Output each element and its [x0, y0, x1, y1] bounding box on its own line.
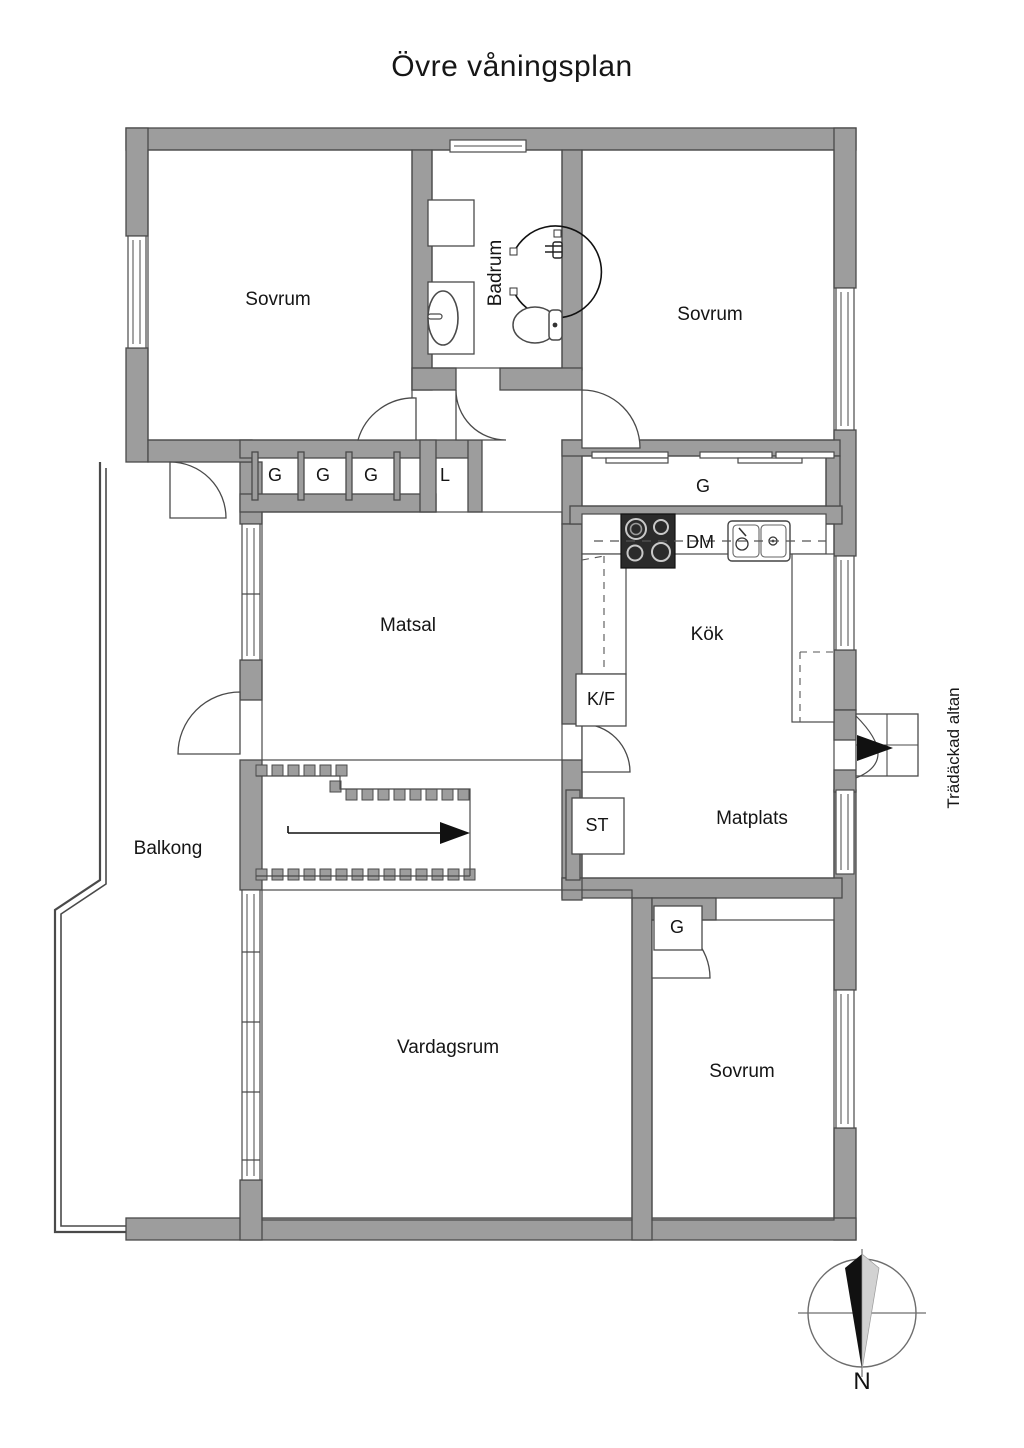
- staircase: [255, 764, 476, 881]
- st-storage-box: [571, 797, 625, 855]
- closet-label-st: ST: [585, 815, 608, 835]
- windows: [127, 139, 855, 1181]
- entry-door: [855, 713, 919, 779]
- window-matplats: [835, 789, 855, 875]
- terrace-label: Trädäckad altan: [944, 687, 963, 808]
- page-title: Övre våningsplan: [391, 50, 633, 83]
- closet-label-g3: G: [364, 465, 378, 485]
- closet-label-g2: G: [316, 465, 330, 485]
- compass-rose: N: [798, 1249, 926, 1395]
- window-se-bedroom: [835, 989, 855, 1129]
- fridge-freezer-box: [575, 673, 627, 727]
- wall-structure: [125, 127, 857, 1241]
- window-vardagsrum: [241, 889, 261, 1181]
- closet-label-l1: L: [440, 465, 450, 485]
- window-nw-bedroom: [127, 235, 147, 349]
- room-label-badrum: Badrum: [485, 240, 506, 307]
- storage-boxes: [571, 797, 703, 951]
- room-label-sovrum-ne: Sovrum: [677, 304, 742, 325]
- g-closet-box-se: [653, 905, 703, 951]
- shower-icon: [509, 225, 603, 320]
- room-label-sovrum-se: Sovrum: [709, 1061, 774, 1082]
- appliance-label-dm: DM: [686, 532, 714, 552]
- closet-label-g4: G: [696, 476, 710, 496]
- balcony-outline: [53, 462, 240, 1234]
- washing-machine-icon: [427, 199, 475, 247]
- compass-north-label: N: [853, 1368, 870, 1395]
- room-label-vardagsrum: Vardagsrum: [397, 1037, 499, 1058]
- closet-label-g1: G: [268, 465, 282, 485]
- closet-label-kf: K/F: [587, 689, 615, 709]
- closet-labels: G G G L G K/F ST G DM: [268, 465, 714, 937]
- room-labels: Sovrum Badrum Sovrum Matsal Kök Matplats…: [134, 240, 788, 1082]
- window-matsal-balcony: [241, 523, 261, 661]
- window-kitchen: [835, 555, 855, 651]
- room-label-matplats: Matplats: [716, 808, 788, 829]
- window-ne-bedroom: [835, 287, 855, 431]
- wardrobe-shelf-marks: [591, 451, 835, 464]
- toilet-icon: [512, 306, 563, 344]
- closet-label-g5: G: [670, 917, 684, 937]
- room-label-balkong: Balkong: [134, 838, 203, 859]
- kitchen-fixtures: [575, 513, 835, 727]
- room-label-kok: Kök: [691, 624, 724, 645]
- window-bathroom: [449, 139, 527, 153]
- room-label-matsal: Matsal: [380, 615, 436, 636]
- room-label-sovrum-nw: Sovrum: [245, 289, 310, 310]
- bathroom-fixtures: [427, 199, 603, 355]
